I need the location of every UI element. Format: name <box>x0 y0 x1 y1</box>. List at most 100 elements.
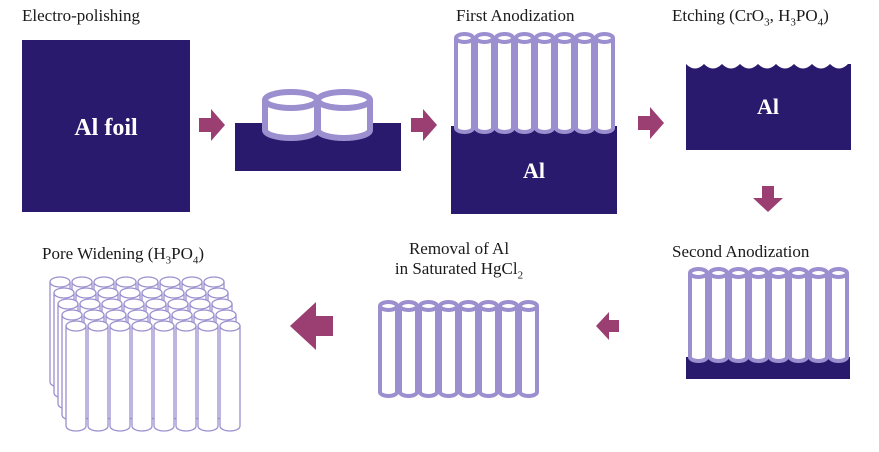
pore-tube-body <box>808 273 829 363</box>
pore-tube-body <box>454 38 475 134</box>
widened-pore-body <box>219 326 241 432</box>
pore-tube-body <box>378 306 399 398</box>
widened-pore-top <box>185 287 207 299</box>
pore-tube-top <box>574 32 595 44</box>
widened-pore-top <box>211 298 233 310</box>
widened-pore-top <box>75 287 97 299</box>
widened-pore-top <box>87 320 109 332</box>
pore-tube-body <box>474 38 495 134</box>
al-substrate-first <box>451 126 617 214</box>
widened-pore-top <box>131 320 153 332</box>
removal-line1: Removal of Al <box>408 239 510 258</box>
pore-tube-body <box>498 306 519 398</box>
pore-tube-top <box>454 32 475 44</box>
widened-pore-top <box>189 298 211 310</box>
widened-pore-top <box>123 298 145 310</box>
widened-pore-top <box>97 287 119 299</box>
widened-pore-top <box>219 320 241 332</box>
pore-tube-body <box>748 273 769 363</box>
widened-pore-top <box>153 320 175 332</box>
arrow-right-1 <box>199 109 225 141</box>
pore-tube-top <box>418 300 439 312</box>
pore-tube-body <box>458 306 479 398</box>
electropolishing-label: Electro-polishing <box>22 6 141 25</box>
widened-pore-top <box>207 287 229 299</box>
pore-tube-top <box>728 267 749 279</box>
widened-pore-top <box>93 276 115 288</box>
widened-pore-top <box>197 320 219 332</box>
widened-pore-top <box>175 320 197 332</box>
pore-tube-top <box>828 267 849 279</box>
pore-tube-top <box>514 32 535 44</box>
pore-widening-label: Pore Widening (H3PO4) <box>42 244 205 267</box>
pore-tube-top <box>474 32 495 44</box>
pore-tube-top <box>478 300 499 312</box>
pore-tube-top <box>398 300 419 312</box>
pore-tube-top <box>494 32 515 44</box>
pore-tube-top <box>498 300 519 312</box>
widened-pore-top <box>137 276 159 288</box>
first-anodization-label: First Anodization <box>456 6 575 25</box>
widened-pore-top <box>127 309 149 321</box>
pore-tube-body <box>828 273 849 363</box>
widened-pore-top <box>171 309 193 321</box>
widened-pore-body <box>131 326 153 432</box>
arrow-right-3 <box>638 107 664 139</box>
pore-tube-body <box>768 273 789 363</box>
widened-pore-top <box>159 276 181 288</box>
widened-pore-top <box>101 298 123 310</box>
removal-label: Removal of Al in Saturated HgCl2 <box>364 239 554 282</box>
widened-pore-top <box>149 309 171 321</box>
arrow-left-2 <box>290 302 333 350</box>
widened-pore-top <box>167 298 189 310</box>
widened-pore-top <box>215 309 237 321</box>
widened-pore-top <box>105 309 127 321</box>
pore-tube-body <box>514 38 535 134</box>
pore-tube-top <box>768 267 789 279</box>
widened-pore-top <box>65 320 87 332</box>
pore-tube-body <box>398 306 419 398</box>
removal-line2: in Saturated HgCl2 <box>394 258 524 281</box>
al-foil-text: Al foil <box>74 115 138 141</box>
pore-tube-top <box>534 32 555 44</box>
first-anodization-pores <box>454 32 615 134</box>
widened-pore-top <box>141 287 163 299</box>
initial-pore-cylinders <box>262 89 373 141</box>
widened-pore-top <box>109 320 131 332</box>
widened-pore-top <box>115 276 137 288</box>
widened-pore-body <box>197 326 219 432</box>
pore-tube-top <box>708 267 729 279</box>
widened-pore-top <box>83 309 105 321</box>
pore-tube-top <box>438 300 459 312</box>
pore-tube-top <box>688 267 709 279</box>
widened-pore-top <box>71 276 93 288</box>
widened-pore-top <box>49 276 71 288</box>
pore-tube-body <box>574 38 595 134</box>
pore-tube-body <box>788 273 809 363</box>
pore-tube-body <box>438 306 459 398</box>
pore-tube-top <box>518 300 539 312</box>
widened-pore-top <box>193 309 215 321</box>
pore-tube-body <box>728 273 749 363</box>
pore-tube-body <box>554 38 575 134</box>
pore-tube-top <box>458 300 479 312</box>
arrow-left-1 <box>596 312 619 340</box>
pore-tube-body <box>594 38 615 134</box>
widened-pore-top <box>181 276 203 288</box>
pore-tube-body <box>494 38 515 134</box>
pore-tube-body <box>518 306 539 398</box>
second-anodization-label: Second Anodization <box>672 242 810 261</box>
widened-pore-top <box>119 287 141 299</box>
pore-tube-top <box>594 32 615 44</box>
second-anodization-pores <box>688 267 849 363</box>
free-standing-pores <box>378 300 539 398</box>
pore-tube-top <box>378 300 399 312</box>
pore-tube-top <box>808 267 829 279</box>
widened-pore-top <box>203 276 225 288</box>
arrow-down <box>753 186 783 212</box>
widened-pore-top <box>145 298 167 310</box>
pore-tube-top <box>554 32 575 44</box>
pore-tube-top <box>748 267 769 279</box>
pore-tube-body <box>418 306 439 398</box>
